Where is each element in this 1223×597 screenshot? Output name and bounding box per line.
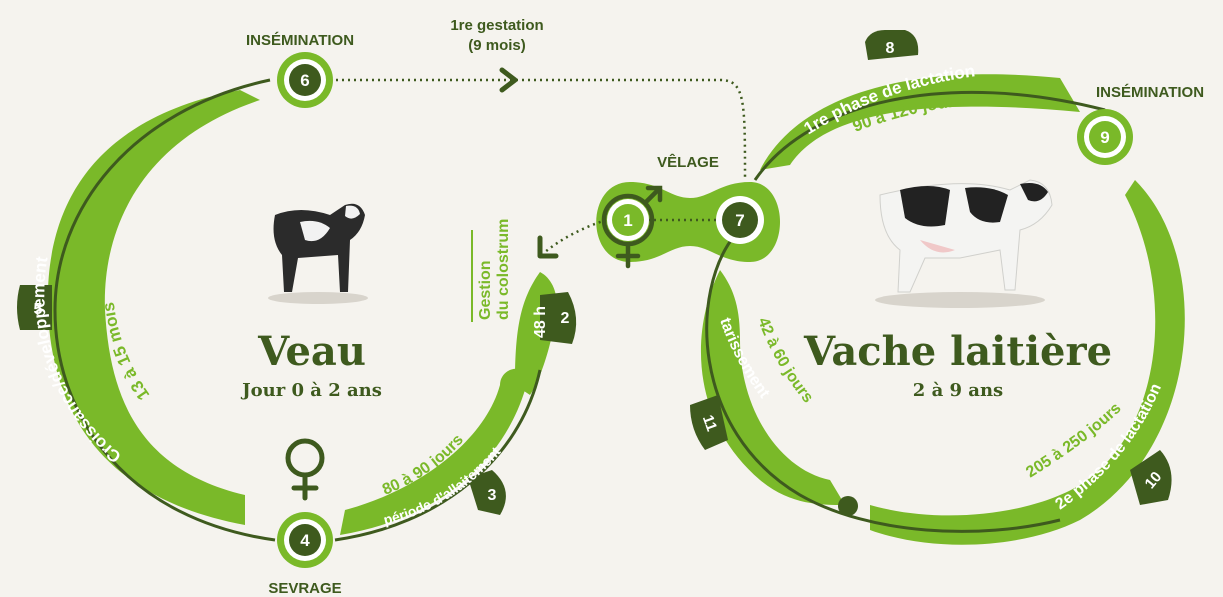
step-6-marker: 6 bbox=[277, 52, 333, 108]
colostrum-label-2: du colostrum bbox=[495, 219, 512, 320]
step-3-tab: 3 bbox=[468, 470, 506, 515]
colostrum-duration: 48 h bbox=[532, 306, 549, 338]
step-11-tab: 11 bbox=[690, 395, 728, 450]
step-7-marker: 7 bbox=[716, 196, 764, 244]
insemination-label-1: INSÉMINATION bbox=[246, 32, 354, 49]
colostrum-label-1: Gestion bbox=[477, 260, 494, 320]
calf-ring-line-right bbox=[334, 369, 542, 542]
calving-label: VÊLAGE bbox=[657, 153, 719, 171]
step-2-label: 2 bbox=[561, 310, 570, 327]
step-5-tab: 5 bbox=[17, 285, 52, 330]
step-4-label: 4 bbox=[300, 531, 310, 550]
weaning-label: SEVRAGE bbox=[268, 580, 341, 597]
cow-ring-line-top bbox=[753, 90, 1106, 181]
calf-subtitle: Jour 0 à 2 ans bbox=[240, 380, 382, 401]
gestation-label-2: (9 mois) bbox=[468, 37, 526, 54]
step-9-marker: 9 bbox=[1077, 109, 1133, 165]
step-11-label: 11 bbox=[699, 413, 720, 434]
step-6-label: 6 bbox=[300, 71, 309, 90]
calf-title: Veau bbox=[257, 328, 366, 375]
step-1-label: 1 bbox=[623, 211, 632, 230]
calf-ring-line bbox=[53, 78, 276, 542]
gestation-arrow-icon bbox=[499, 67, 518, 93]
step-10-tab: 10 bbox=[1130, 450, 1172, 505]
colostrum-arrow-icon bbox=[537, 235, 559, 259]
cow-subtitle: 2 à 9 ans bbox=[913, 380, 1003, 401]
step-8-tab: 8 bbox=[865, 30, 919, 60]
insemination-label-2: INSÉMINATION bbox=[1096, 84, 1204, 101]
cow-photo bbox=[875, 179, 1053, 308]
calf-nursing-band bbox=[340, 368, 535, 535]
gestation-label-1: 1re gestation bbox=[450, 17, 543, 34]
calf-photo bbox=[268, 203, 368, 304]
step-7-label: 7 bbox=[735, 211, 744, 230]
cow-lactation1-band bbox=[760, 74, 1080, 170]
cow-ring-line bbox=[705, 234, 1061, 533]
step-1-marker: 1 bbox=[607, 199, 649, 241]
calf-growth-band bbox=[47, 90, 260, 525]
step-8-label: 8 bbox=[886, 40, 895, 57]
cow-title: Vache laitière bbox=[803, 328, 1112, 375]
dry-end-dot bbox=[838, 496, 858, 516]
female-symbol-icon bbox=[285, 438, 325, 501]
cow-dry-band bbox=[700, 270, 845, 505]
step-2-tab: 2 bbox=[540, 292, 577, 344]
colostrum-dotted-path bbox=[544, 216, 613, 253]
step-5-label: 5 bbox=[34, 301, 43, 318]
step-4-marker: 4 bbox=[277, 512, 333, 568]
step-3-label: 3 bbox=[488, 487, 497, 504]
cow-lactation2-band bbox=[870, 180, 1185, 545]
step-9-label: 9 bbox=[1100, 128, 1109, 147]
male-female-symbol-icon bbox=[601, 185, 663, 269]
